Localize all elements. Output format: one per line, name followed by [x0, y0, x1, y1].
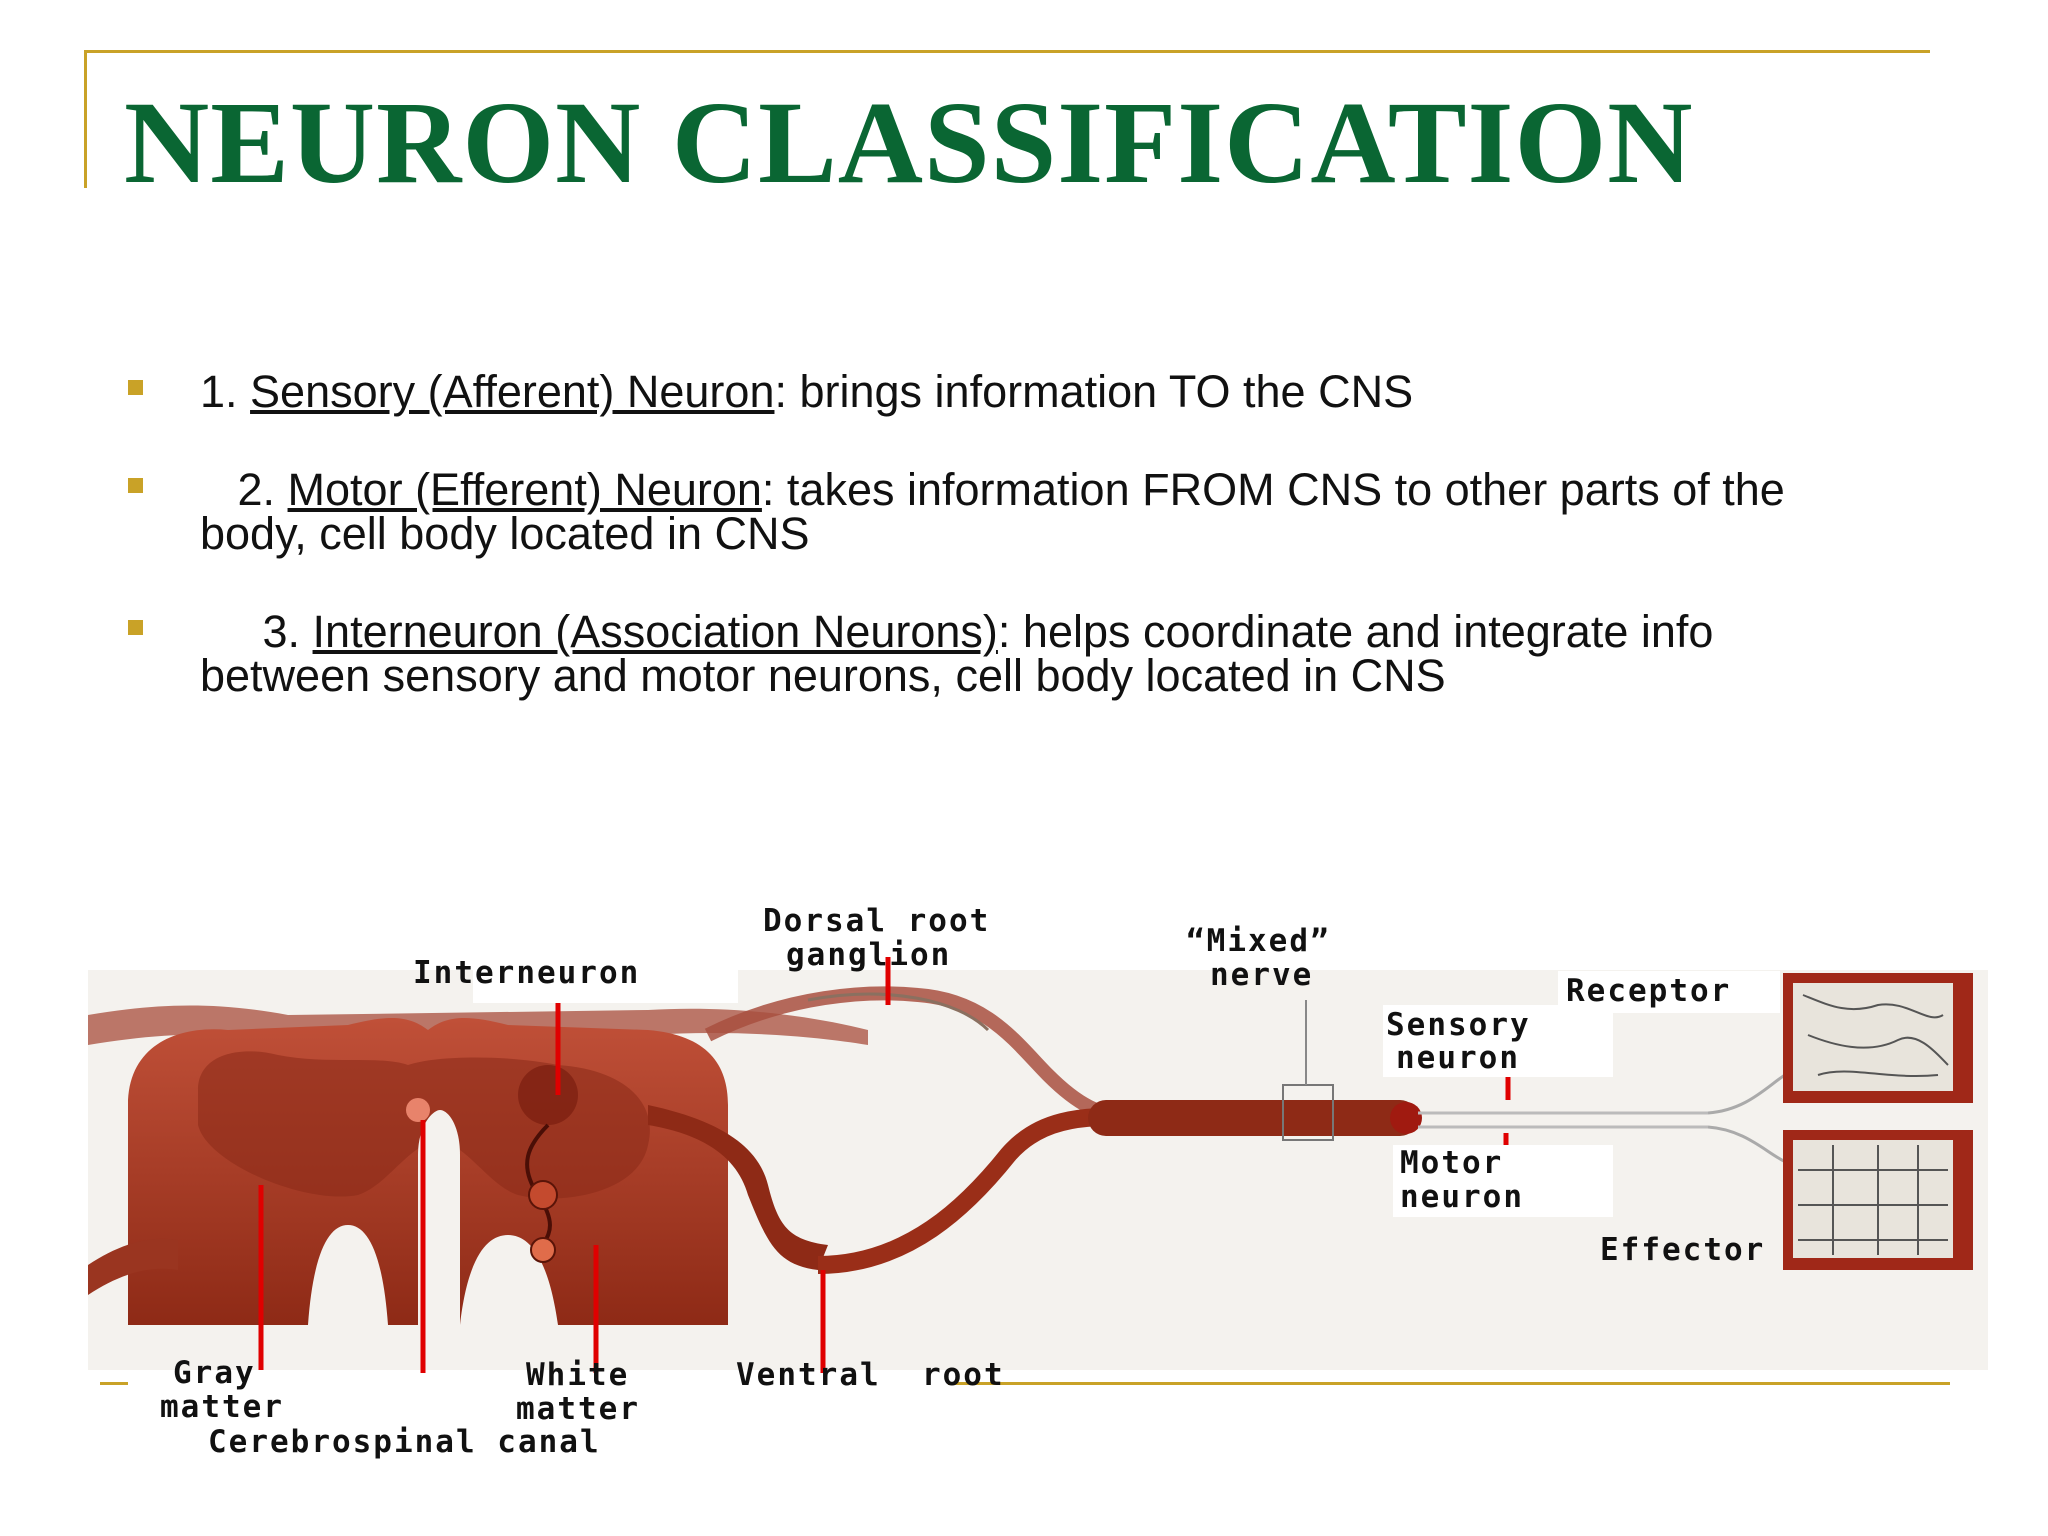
bullet-marker	[128, 478, 143, 493]
effector-box	[1783, 1130, 1973, 1270]
label-white: White	[526, 1357, 629, 1393]
mixed-nerve	[1088, 1100, 1418, 1136]
central-canal	[406, 1098, 430, 1122]
bullet-text: : brings information TO the CNS	[774, 366, 1414, 417]
bullet-text: : helps coordinate and integrate info be…	[200, 606, 1714, 701]
bullet-text: : takes information FROM CNS to other pa…	[200, 464, 1785, 559]
label-dorsal-root: Dorsal root	[763, 905, 990, 939]
bullet-term: Motor (Efferent) Neuron	[287, 464, 762, 515]
spinal-cord-figure: Interneuron Dorsal root ganglion “Mixed”…	[88, 905, 1988, 1470]
label-cerebrospinal-canal: Cerebrospinal canal	[208, 1424, 601, 1460]
bullet-interneuron: 3. Interneuron (Association Neurons): he…	[124, 609, 1884, 698]
label-gray: Gray	[173, 1355, 256, 1391]
label-effector: Effector	[1600, 1232, 1765, 1268]
label-ganglion: ganglion	[786, 937, 951, 973]
top-rule	[84, 50, 1930, 53]
label-nerve: nerve	[1210, 957, 1313, 993]
bullet-term: Interneuron (Association Neurons)	[312, 606, 998, 657]
bullet-marker	[128, 620, 143, 635]
bullet-prefix: 2.	[200, 464, 288, 515]
label-receptor: Receptor	[1566, 973, 1731, 1009]
label-motor: Motor	[1400, 1145, 1503, 1181]
bullet-prefix: 1.	[200, 366, 251, 417]
nerve-roots	[704, 986, 1789, 1274]
left-rule	[84, 50, 87, 188]
label-sensory-neuron: neuron	[1396, 1040, 1520, 1076]
bullet-prefix: 3.	[200, 606, 313, 657]
receptor-box	[1783, 973, 1973, 1103]
spinal-cord-diagram: Interneuron Dorsal root ganglion “Mixed”…	[88, 905, 1988, 1470]
label-ventral-root: Ventral root	[736, 1357, 1005, 1393]
label-white-matter: matter	[516, 1391, 640, 1427]
label-motor-neuron: neuron	[1400, 1179, 1524, 1215]
label-sensory: Sensory	[1386, 1007, 1531, 1043]
bullet-motor: 2. Motor (Efferent) Neuron: takes inform…	[124, 467, 1884, 556]
label-mixed: “Mixed”	[1186, 923, 1331, 959]
bullet-sensory: 1. Sensory (Afferent) Neuron: brings inf…	[124, 369, 1884, 414]
bullet-list: 1. Sensory (Afferent) Neuron: brings inf…	[124, 369, 1884, 698]
bullet-term: Sensory (Afferent) Neuron	[250, 366, 775, 417]
label-interneuron: Interneuron	[413, 955, 640, 991]
bullet-marker	[128, 380, 143, 395]
label-gray-matter: matter	[160, 1389, 284, 1425]
bottom-rule	[100, 1382, 1950, 1385]
slide-title: NEURON CLASSIFICATION	[124, 77, 1694, 208]
